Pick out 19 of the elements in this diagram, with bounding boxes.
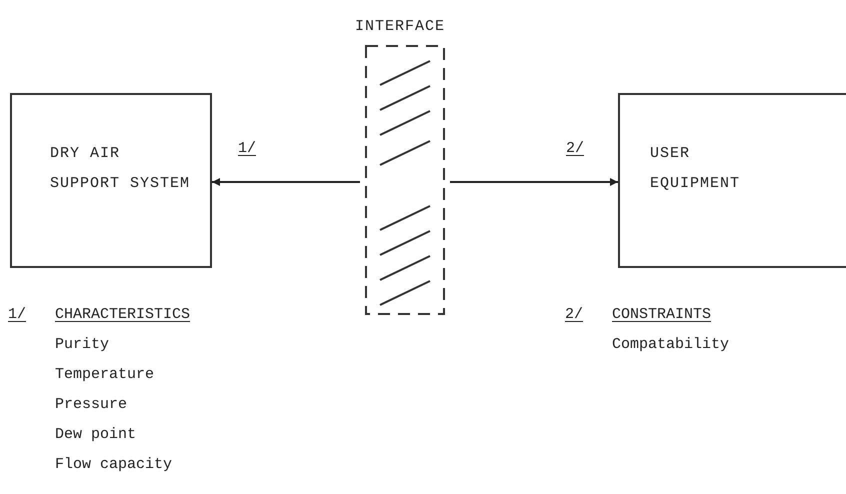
list-item: Dew point bbox=[55, 426, 136, 444]
callout-number: 1/ bbox=[8, 306, 26, 324]
callout-number: 2/ bbox=[565, 306, 584, 324]
list-item: Purity bbox=[55, 336, 110, 354]
list-item: Compatability bbox=[612, 336, 730, 354]
arrow bbox=[450, 178, 618, 186]
system-box bbox=[10, 93, 212, 268]
arrow bbox=[212, 178, 360, 186]
edge-label: 1/ bbox=[238, 140, 256, 158]
box-label: USER EQUIPMENT bbox=[650, 144, 742, 194]
list-heading: CONSTRAINTS bbox=[612, 306, 712, 324]
list-item: Temperature bbox=[55, 366, 154, 384]
edge-label: 2/ bbox=[566, 140, 584, 158]
interface-heading: INTERFACE bbox=[355, 18, 446, 36]
list-item: Pressure bbox=[55, 396, 128, 414]
list-heading: CHARACTERISTICS bbox=[55, 306, 190, 324]
list-item: Flow capacity bbox=[55, 456, 172, 474]
box-label: DRY AIR SUPPORT SYSTEM bbox=[50, 144, 192, 194]
equipment-box bbox=[618, 93, 846, 268]
